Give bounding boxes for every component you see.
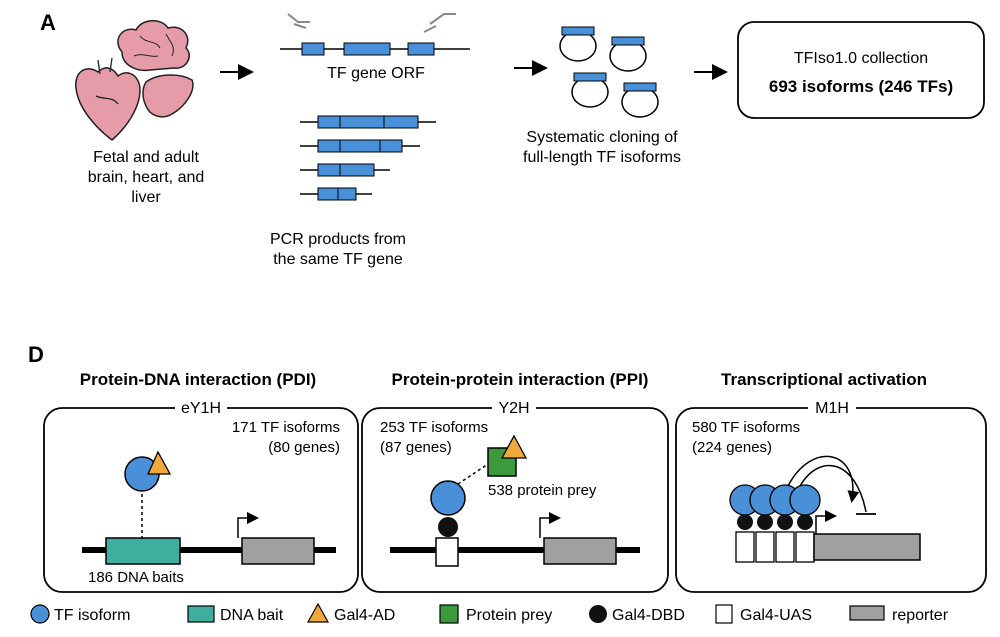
gal4-uas (775, 531, 795, 563)
gal4-uas (435, 537, 459, 567)
legend-protein-prey-icon (439, 604, 459, 624)
gal4-dbd (438, 517, 458, 537)
tissues-line-3: liver (131, 189, 161, 206)
y2h-count-1: 253 TF isoforms (380, 419, 488, 436)
legend-dna-bait-icon (187, 605, 215, 623)
organs-illustration (75, 20, 194, 141)
collection-count: 693 isoforms (246 TFs) (769, 77, 953, 96)
y2h-count-2: (87 genes) (380, 439, 452, 456)
heart-icon (75, 67, 141, 141)
dna-bait (105, 537, 181, 565)
collection-name: TFIso1.0 collection (794, 50, 928, 67)
ey1h-label-bg (175, 400, 227, 416)
cloning-label-line-2: full-length TF isoforms (523, 149, 681, 166)
plasmid-icon (559, 26, 597, 62)
reporter (543, 537, 617, 565)
protein-prey-count: 538 protein prey (488, 482, 597, 499)
m1h-label-bg (808, 400, 856, 416)
y2h-label-bg (492, 400, 536, 416)
pdi-title: Protein-DNA interaction (PDI) (80, 370, 316, 389)
plasmid-icon (621, 82, 659, 118)
legend-label-reporter: reporter (892, 607, 949, 624)
plasmid-icon (609, 36, 647, 72)
gal4-uas (795, 531, 815, 563)
gal4-ad (500, 434, 528, 459)
legend-label-protein-prey: Protein prey (466, 607, 552, 624)
y2h-label: Y2H (498, 400, 529, 417)
pcr-label-line-1: PCR products from (270, 231, 406, 248)
panel-d-label: D (28, 342, 44, 367)
promoter-arrow-icon (539, 512, 561, 538)
plasmid-icon (571, 72, 609, 108)
panel-a-label: A (40, 10, 56, 35)
legend-gal4-dbd-icon (589, 605, 607, 623)
legend-label-gal4-uas: Gal4-UAS (740, 607, 812, 624)
orf-label: TF gene ORF (327, 65, 425, 82)
dna-baits-count: 186 DNA baits (88, 569, 184, 586)
ey1h-count-1: 171 TF isoforms (232, 419, 340, 436)
gal4-uas (735, 531, 755, 563)
reporter (241, 537, 315, 565)
gal4-uas (755, 531, 775, 563)
ey1h-label: eY1H (181, 400, 221, 417)
pcr-products-diagram (300, 115, 436, 201)
tf-isoform (430, 480, 466, 516)
legend-label-gal4-dbd: Gal4-DBD (612, 607, 685, 624)
m1h-count-2: (224 genes) (692, 439, 772, 456)
activation-title: Transcriptional activation (721, 370, 927, 389)
pcr-label-line-2: the same TF gene (273, 251, 403, 268)
plasmid-clones (559, 26, 659, 118)
legend-gal4-ad-icon (306, 602, 330, 623)
tissues-line-2: brain, heart, and (88, 169, 205, 186)
legend-label-tf-isoform: TF isoform (54, 607, 130, 624)
promoter-arrow-icon (815, 510, 837, 534)
cloning-label-line-1: Systematic cloning of (526, 129, 678, 146)
gene-orf-diagram (280, 13, 470, 56)
gal4-dbd (777, 514, 793, 530)
legend-label-dna-bait: DNA bait (220, 607, 284, 624)
tissues-line-1: Fetal and adult (93, 149, 199, 166)
m1h-label: M1H (815, 400, 849, 417)
promoter-arrow-icon (237, 512, 259, 538)
reporter (813, 533, 921, 561)
brain-icon (117, 20, 190, 72)
legend-tf-isoform-icon (30, 604, 50, 624)
legend: TF isoform DNA bait Gal4-AD Protein prey… (30, 602, 949, 624)
gal4-dbd (737, 514, 753, 530)
gal4-dbd (797, 514, 813, 530)
gal4-dbd (757, 514, 773, 530)
legend-gal4-uas-icon (715, 604, 733, 624)
gal4-ad (146, 450, 172, 475)
ey1h-count-2: (80 genes) (268, 439, 340, 456)
legend-reporter-icon (849, 605, 885, 621)
activation-arc (787, 455, 860, 503)
repression-arc (799, 464, 867, 513)
m1h-count-1: 580 TF isoforms (692, 419, 800, 436)
collection-box (737, 21, 985, 119)
legend-label-gal4-ad: Gal4-AD (334, 607, 395, 624)
liver-icon (142, 74, 194, 118)
ppi-title: Protein-protein interaction (PPI) (392, 370, 649, 389)
interaction-line (457, 463, 489, 485)
tf-isoform (789, 484, 821, 516)
